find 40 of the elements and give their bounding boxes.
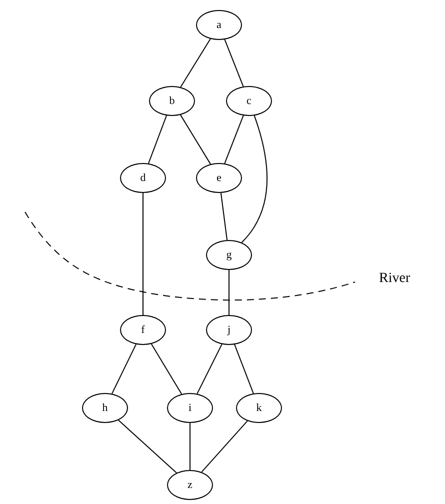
connector-line (148, 115, 168, 164)
node-label: k (256, 402, 262, 414)
connector-line (118, 420, 178, 474)
connector-line (150, 343, 182, 395)
connector-line (234, 344, 254, 394)
ellipse-node (226, 86, 272, 116)
river-label: River (379, 272, 410, 286)
ellipse-node (206, 240, 252, 270)
connector-line (224, 115, 244, 164)
connector-line (201, 420, 248, 473)
node-label: f (141, 324, 145, 336)
node-label: z (188, 480, 192, 490)
node-label: j (227, 324, 231, 336)
node-label: e (216, 172, 222, 184)
connector-line (224, 39, 244, 87)
connector-line (241, 115, 268, 243)
node-label: b (169, 96, 175, 106)
connector-line (111, 344, 137, 394)
connector-line (196, 344, 222, 394)
ellipse-node (82, 393, 128, 423)
connector-line (180, 38, 211, 88)
ellipse-node (120, 163, 166, 193)
ellipse-node (167, 393, 213, 423)
ellipse-node (167, 470, 213, 500)
ellipse-node (236, 393, 282, 423)
node-label: g (226, 250, 232, 260)
node-label: d (140, 172, 146, 184)
ellipse-node (206, 315, 252, 345)
ellipse-node (196, 10, 242, 40)
ellipse-node (120, 315, 166, 345)
ellipse-node (149, 86, 195, 116)
node-label: c (246, 96, 252, 106)
node-label: i (188, 402, 192, 414)
node-label: h (102, 402, 108, 414)
ellipse-node (196, 163, 242, 193)
connector-line (142, 192, 144, 316)
node-label: a (216, 20, 222, 30)
connector-line (228, 270, 230, 316)
connector-line (180, 114, 211, 165)
connector-line (220, 192, 228, 241)
